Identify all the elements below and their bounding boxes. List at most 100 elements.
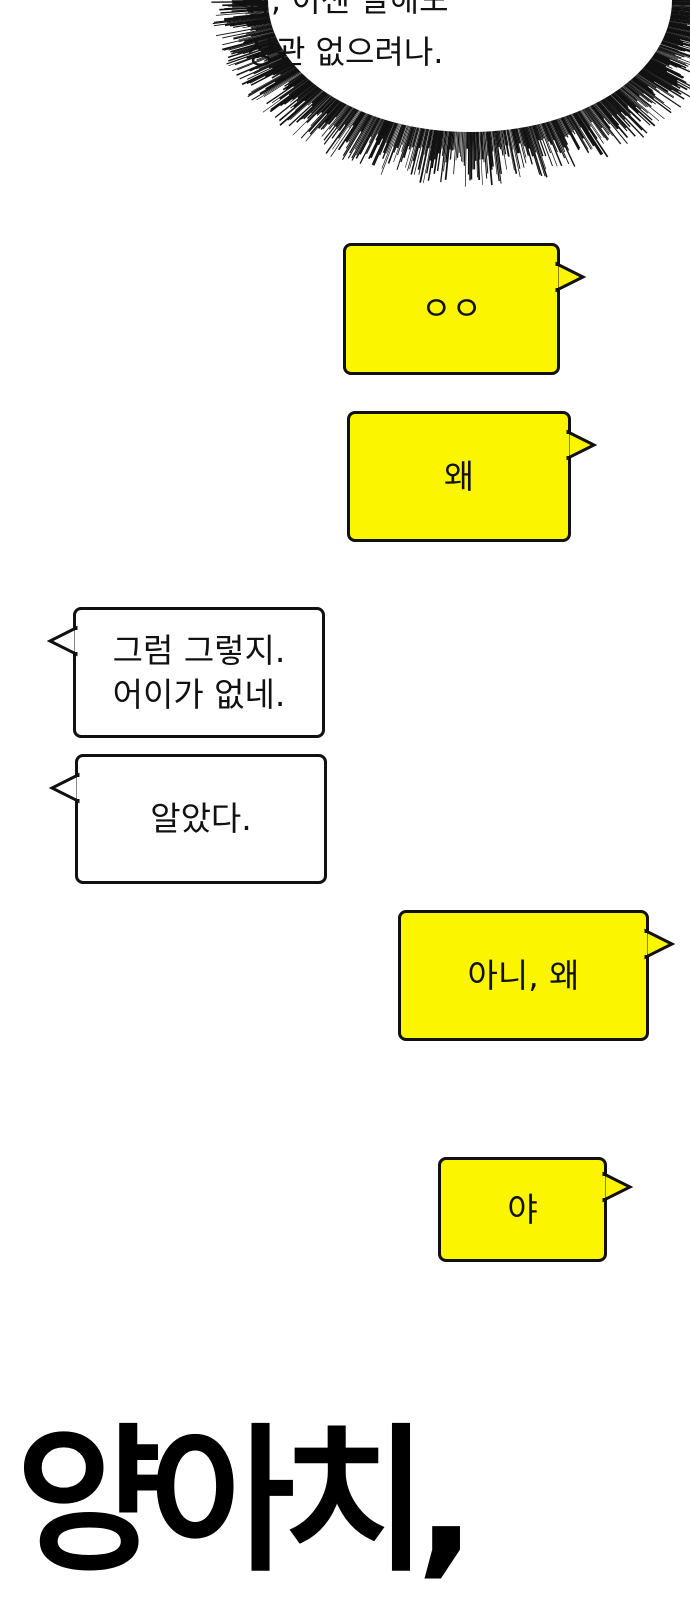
burst-spike — [212, 15, 272, 25]
burst-spike — [246, 59, 294, 85]
burst-spike — [564, 114, 575, 131]
burst-spike — [407, 125, 421, 171]
burst-spike — [460, 129, 462, 157]
burst-spike — [255, 36, 279, 45]
burst-spike — [631, 75, 653, 92]
burst-spike — [527, 124, 546, 177]
burst-spike — [250, 22, 274, 28]
burst-spike — [664, 30, 690, 38]
burst-spike — [263, 71, 304, 97]
burst-spike — [303, 92, 331, 120]
burst-spike — [531, 123, 544, 157]
burst-spike — [472, 129, 476, 170]
burst-spike — [616, 88, 653, 121]
burst-spike — [215, 24, 274, 37]
burst-spike — [562, 114, 573, 133]
burst-spike — [226, 16, 272, 24]
burst-spike — [342, 112, 372, 160]
chat-message-text: 그럼 그렇지. 어이가 없네. — [112, 630, 286, 714]
burst-spike — [266, 75, 308, 105]
burst-spike — [248, 66, 299, 96]
burst-spike — [453, 129, 456, 150]
burst-spike — [222, 26, 275, 39]
burst-spike — [327, 101, 348, 125]
burst-spike — [256, 46, 285, 59]
burst-spike — [539, 121, 558, 167]
burst-spike — [627, 79, 655, 99]
burst-spike — [610, 91, 629, 109]
burst-spike — [549, 119, 566, 153]
burst-spike — [667, 20, 690, 26]
burst-spike — [410, 126, 425, 175]
burst-spike — [326, 98, 341, 115]
burst-spike — [325, 107, 360, 154]
burst-spike — [575, 110, 589, 131]
burst-spike — [509, 127, 521, 178]
burst-spike — [490, 129, 494, 152]
burst-spike — [309, 98, 342, 135]
burst-spike — [540, 121, 550, 142]
burst-spike — [342, 112, 371, 156]
burst-spike — [387, 122, 405, 164]
burst-spike — [351, 114, 377, 159]
burst-spike — [669, 10, 690, 14]
burst-spike — [520, 125, 533, 165]
burst-spike — [603, 95, 645, 138]
burst-spike — [636, 71, 669, 93]
burst-spike — [587, 104, 610, 135]
burst-spike — [366, 117, 386, 155]
burst-spike — [370, 116, 382, 138]
burst-spike — [586, 105, 610, 136]
burst-spike — [599, 98, 627, 129]
burst-spike — [617, 87, 642, 110]
burst-spike — [480, 129, 484, 160]
burst-spike — [604, 95, 622, 113]
burst-spike — [577, 109, 598, 139]
thought-text-line-2: 상관 없으려나. — [246, 33, 444, 71]
burst-spike — [303, 86, 322, 102]
burst-spike — [644, 62, 678, 82]
burst-spike — [645, 61, 687, 84]
burst-spike — [637, 70, 655, 83]
burst-spike — [525, 124, 543, 177]
burst-spike — [377, 117, 387, 135]
burst-spike — [667, 18, 690, 23]
burst-spike — [248, 9, 271, 13]
burst-spike — [323, 104, 352, 141]
burst-spike — [594, 101, 618, 130]
burst-spike — [462, 129, 465, 163]
burst-spike — [641, 65, 681, 89]
burst-spike — [263, 70, 303, 95]
burst-spike — [287, 88, 324, 121]
burst-spike — [417, 126, 429, 170]
burst-spike — [524, 124, 541, 175]
burst-spike — [649, 55, 670, 66]
burst-spike — [228, 42, 282, 62]
burst-spike — [354, 114, 376, 150]
burst-spike — [258, 41, 282, 51]
burst-spike — [250, 25, 275, 31]
burst-spike — [589, 103, 611, 130]
burst-spike — [247, 66, 300, 98]
burst-spike — [445, 129, 451, 163]
burst-spike — [494, 128, 503, 174]
burst-spike — [484, 129, 489, 174]
burst-spike — [279, 87, 324, 126]
burst-spike — [379, 120, 396, 156]
burst-spike — [300, 97, 339, 139]
burst-spike — [594, 100, 619, 130]
burst-spike — [371, 119, 393, 166]
chat-message-text: 아니, 왜 — [467, 955, 580, 995]
burst-spike — [669, 8, 690, 12]
burst-spike — [440, 129, 448, 183]
burst-spike — [642, 64, 688, 91]
burst-spike — [335, 104, 353, 128]
burst-spike — [648, 57, 667, 68]
burst-spike — [550, 118, 565, 148]
burst-spike — [274, 67, 300, 83]
burst-spike — [292, 94, 334, 136]
burst-spike — [215, 10, 271, 16]
burst-spike — [333, 103, 351, 126]
burst-spike — [330, 109, 363, 158]
chat-message-text: 야 — [507, 1189, 538, 1229]
